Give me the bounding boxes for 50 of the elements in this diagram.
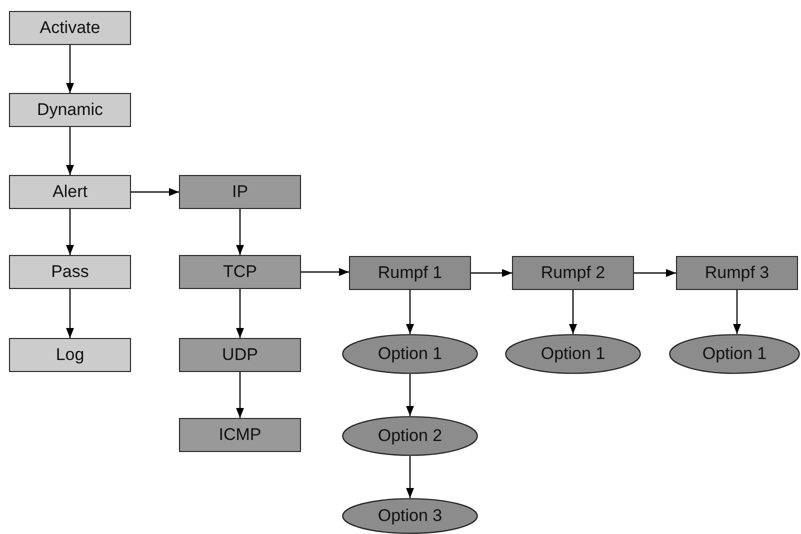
arrow — [66, 127, 74, 175]
arrow — [406, 290, 414, 334]
option-ellipse — [342, 334, 478, 374]
node-label: Rumpf 2 — [540, 263, 606, 283]
node-label: Option 1 — [702, 344, 767, 364]
node-label: Activate — [40, 18, 100, 38]
node-label: TCP — [223, 262, 257, 282]
process-box — [179, 255, 301, 289]
process-box — [512, 256, 634, 290]
arrow — [569, 290, 577, 334]
arrow — [131, 188, 179, 196]
arrow — [236, 289, 244, 338]
process-box — [676, 256, 798, 290]
arrow — [66, 209, 74, 255]
node-label: Option 1 — [540, 344, 606, 364]
option-ellipse — [342, 416, 478, 456]
node-label: Alert — [52, 182, 88, 202]
process-box — [9, 338, 131, 372]
node-label: Option 3 — [378, 506, 442, 526]
arrow — [236, 209, 244, 255]
option-ellipse — [342, 498, 478, 534]
node-label: Rumpf 3 — [704, 263, 770, 283]
node-label: ICMP — [218, 425, 262, 445]
process-box — [9, 11, 131, 45]
node-label: UDP — [222, 345, 258, 365]
process-box — [9, 175, 131, 209]
process-box — [349, 256, 471, 290]
process-box — [179, 338, 301, 372]
arrow — [471, 269, 512, 277]
node-label: Log — [56, 345, 84, 365]
node-label: Option 2 — [378, 426, 442, 446]
arrow — [634, 269, 676, 277]
node-label: Pass — [51, 262, 89, 282]
node-label: IP — [232, 182, 248, 202]
arrow — [66, 45, 74, 93]
option-ellipse — [669, 334, 800, 374]
process-box — [9, 255, 131, 289]
process-box — [179, 175, 301, 209]
node-label: Option 1 — [378, 344, 442, 364]
arrow — [66, 289, 74, 338]
arrow — [406, 374, 414, 416]
process-box — [9, 93, 131, 127]
arrow — [301, 268, 349, 276]
node-label: Rumpf 1 — [378, 263, 442, 283]
arrow — [236, 372, 244, 418]
option-ellipse — [505, 334, 641, 374]
arrow — [733, 290, 741, 334]
node-label: Dynamic — [36, 100, 104, 120]
process-box — [179, 418, 301, 452]
arrow — [406, 456, 414, 498]
